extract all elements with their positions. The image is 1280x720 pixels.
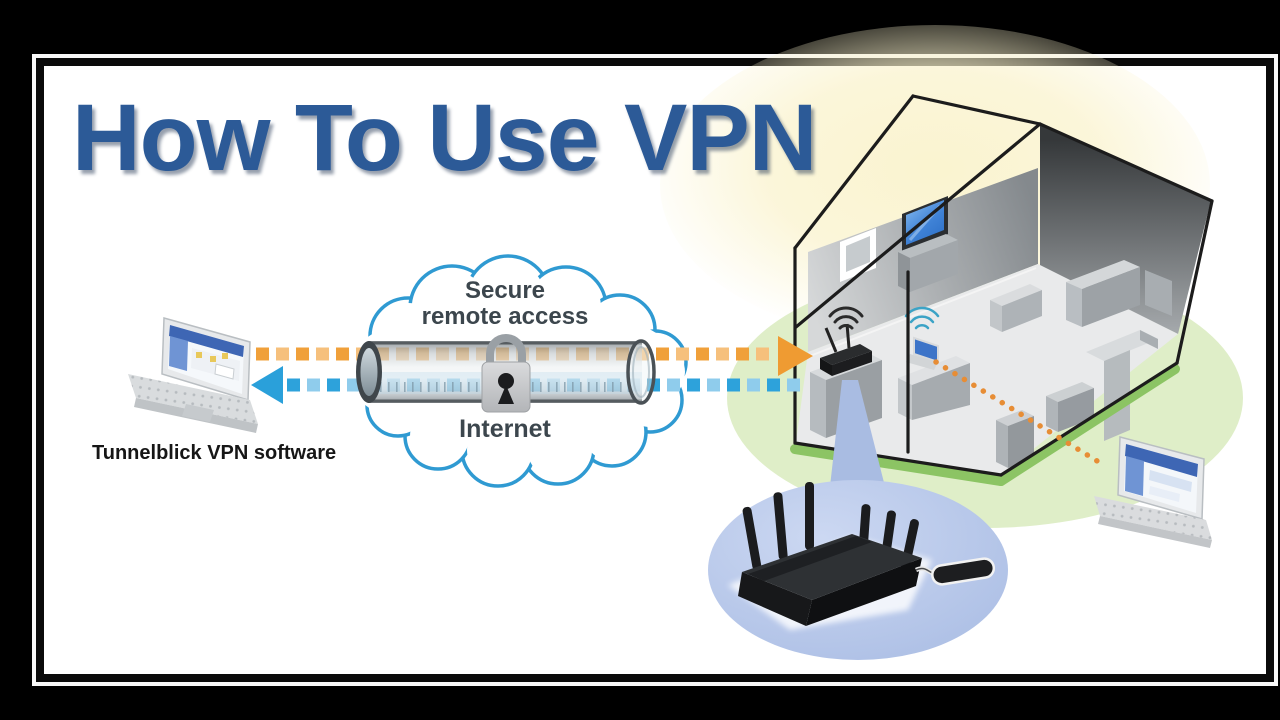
download-arrowhead <box>251 366 283 404</box>
tv-cabinet <box>898 234 958 292</box>
indoor-laptop-icon <box>906 336 939 370</box>
upstairs-furniture <box>990 260 1172 332</box>
left-laptop-icon <box>128 317 258 433</box>
internet-label: Internet <box>459 415 551 443</box>
page-title: How To Use VPN <box>72 85 817 191</box>
router-icon <box>738 482 922 626</box>
house-wireframe <box>793 94 1214 477</box>
upload-arrowhead <box>778 336 813 376</box>
right-laptop-icon <box>1094 436 1212 548</box>
secure-remote-access-label-line1: Secure <box>465 277 545 304</box>
grass-edge <box>790 364 1180 486</box>
padlock-icon <box>481 334 531 413</box>
wireless-link-dotted-line <box>933 359 1105 467</box>
house-icon <box>790 94 1214 486</box>
mouse-icon <box>914 557 996 586</box>
indoor-desk <box>898 356 970 420</box>
wifi-router-icon <box>820 323 872 376</box>
secure-remote-access-label-line2: remote access <box>422 303 589 330</box>
router-callout <box>708 380 1008 660</box>
left-laptop-label: Tunnelblick VPN software <box>92 442 337 464</box>
wifi-icon <box>828 306 864 330</box>
